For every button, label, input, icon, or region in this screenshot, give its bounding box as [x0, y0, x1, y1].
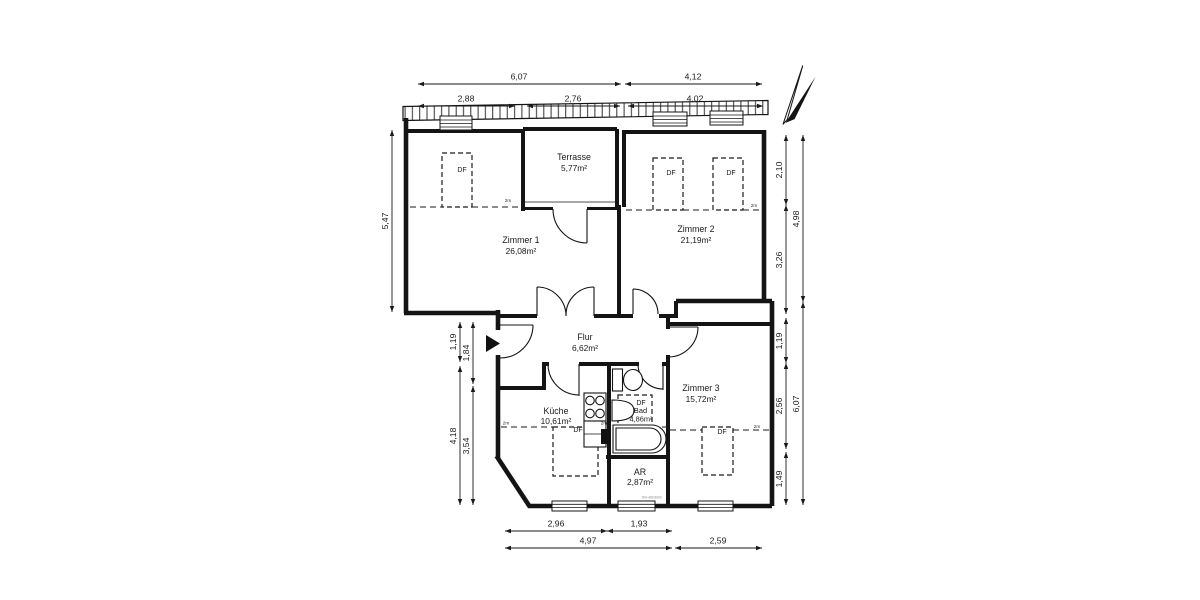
- room-area-kueche: 10,61m²: [541, 416, 572, 426]
- burner: [595, 395, 605, 406]
- north-arrow-icon: [782, 65, 816, 125]
- window-ar-bottom: [617, 500, 656, 512]
- room-area-flur: 6,62m²: [572, 343, 598, 353]
- room-area-terrasse: 5,77m²: [561, 163, 587, 173]
- room-area-zimmer1: 26,08m²: [506, 246, 537, 256]
- dim-right-498: 4,98: [791, 210, 801, 227]
- door-bad: [637, 363, 664, 390]
- bathroom-fixtures: [611, 368, 667, 454]
- 2m-label: 2m: [751, 203, 758, 208]
- dim-right-210: 2,10: [774, 161, 784, 178]
- sink: [611, 399, 635, 422]
- dim-top-607: 6,07: [511, 72, 528, 82]
- door-zimmer2: [632, 288, 659, 315]
- dim-bottom-497: 4,97: [580, 536, 597, 546]
- bathtub-inner: [615, 427, 662, 451]
- room-area-zimmer3: 15,72m²: [686, 394, 717, 404]
- window-zimmer2-top-left: [652, 111, 688, 127]
- terrasse-glazing: [523, 201, 617, 210]
- door-terrasse: [552, 208, 588, 244]
- room-label-flur: Flur: [577, 332, 592, 342]
- dim-top-288: 2,88: [458, 94, 475, 104]
- 2m-label: 2m: [505, 198, 512, 203]
- ceiling-height-2m-lines: [410, 206, 770, 431]
- roof-window-labels: DF DF DF DF DF DF: [457, 167, 735, 436]
- dim-right-149: 1,49: [774, 470, 784, 487]
- room-label-kueche: Küche: [544, 406, 569, 416]
- dim-top-412: 4,12: [685, 72, 702, 82]
- room-area-ar: 2,87m²: [627, 477, 653, 487]
- room-label-ar: AR: [634, 467, 646, 477]
- window-zimmer2-top-right: [709, 110, 744, 126]
- burner: [585, 408, 595, 419]
- dim-left-354: 3,54: [461, 437, 471, 454]
- 2m-label: 2m: [503, 421, 510, 426]
- window-zimmer1-top: [439, 115, 473, 131]
- door-zimmer3: [667, 326, 699, 358]
- df-label: DF: [636, 400, 645, 407]
- df-label: DF: [573, 427, 582, 434]
- room-labels: Zimmer 1 26,08m² Terrasse 5,77m² Zimmer …: [502, 152, 719, 500]
- window-zimmer3-bottom: [697, 500, 734, 512]
- dim-bottom-296: 2,96: [548, 519, 565, 529]
- room-area-bad: 4,86m²: [629, 415, 653, 424]
- df-label: DF: [717, 429, 726, 436]
- dim-left-119: 1,19: [448, 333, 458, 350]
- dim-right-119: 1,19: [774, 332, 784, 349]
- door-entrance: [499, 324, 534, 359]
- doors: [499, 208, 699, 396]
- burner: [585, 395, 595, 406]
- dimension-lines: 6,07 4,12 2,88 2,76 4,02 2,96 1,93 4,97 …: [380, 72, 806, 551]
- tiny-annotation: 5m+60x60m: [642, 496, 662, 500]
- room-label-bad: Bad: [634, 406, 647, 415]
- room-label-zimmer3: Zimmer 3: [682, 383, 719, 393]
- dim-bottom-259: 2,59: [710, 536, 727, 546]
- dim-right-256: 2,56: [774, 397, 784, 414]
- room-area-zimmer2: 21,19m²: [681, 235, 712, 245]
- entrance-marker: [486, 335, 500, 352]
- burner: [595, 408, 605, 419]
- room-label-terrasse: Terrasse: [557, 152, 591, 162]
- dim-top-402: 4,02: [687, 94, 704, 104]
- room-label-zimmer2: Zimmer 2: [677, 224, 714, 234]
- toilet-bowl: [622, 368, 644, 392]
- door-double-zimmer1: [536, 286, 595, 317]
- kitchen-fixtures: [583, 392, 611, 448]
- df-label: DF: [666, 170, 675, 177]
- dim-right-607: 6,07: [791, 395, 801, 412]
- room-label-zimmer1: Zimmer 1: [502, 235, 539, 245]
- window-kueche-bottom: [551, 500, 588, 512]
- dim-left-547: 5,47: [380, 212, 390, 229]
- 2m-label: 2m: [601, 421, 608, 426]
- df-label: DF: [726, 170, 735, 177]
- toilet-tank: [611, 368, 624, 392]
- 2m-label: 2m: [754, 424, 761, 429]
- df-label: DF: [457, 167, 466, 174]
- dim-bottom-193: 1,93: [631, 519, 648, 529]
- door-kueche: [547, 363, 580, 396]
- dim-top-276: 2,76: [565, 94, 582, 104]
- height-line-labels: 2m 2m 2m 2m 2m: [503, 198, 761, 429]
- dim-right-326: 3,26: [774, 251, 784, 268]
- exterior-walls: [403, 118, 775, 509]
- chimney: [601, 429, 611, 444]
- roof-window-outlines: [441, 152, 744, 477]
- dim-left-418: 4,18: [448, 427, 458, 444]
- dim-left-184: 1,84: [461, 344, 471, 361]
- interior-walls: [404, 127, 772, 506]
